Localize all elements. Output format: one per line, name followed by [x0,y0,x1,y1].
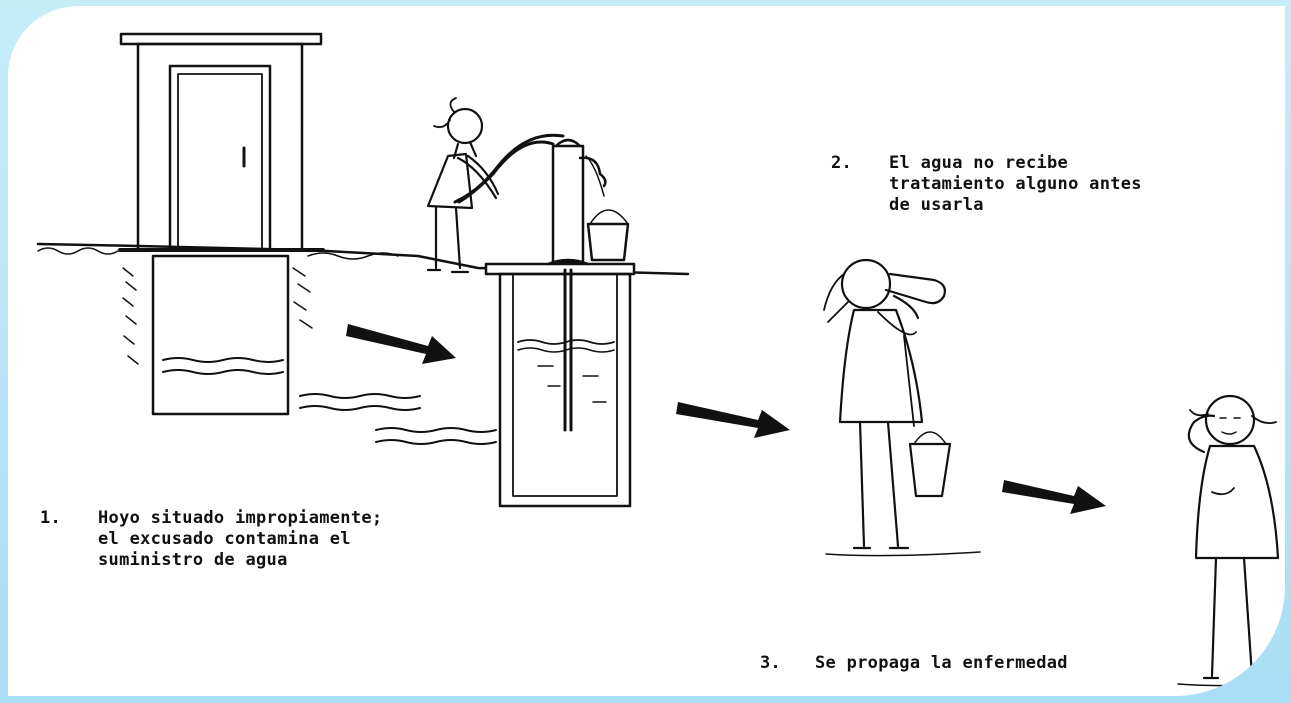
arrow-icon [346,324,456,364]
latrine-icon [120,34,323,414]
caption-step-3: 3.Se propaga la enfermedad [760,653,1068,674]
step-1-line-3: suministro de agua [98,550,288,570]
step-3-number: 3. [760,653,815,674]
step-2-line-3: de usarla [889,195,984,215]
caption-step-1: 1.Hoyo situado impropiamente; el excusad… [40,508,382,571]
caption-step-2: 2.El agua no recibe tratamiento alguno a… [831,153,1142,216]
step-1-line-1: Hoyo situado impropiamente; [98,508,382,528]
arrow-icon [676,402,790,438]
step-1-number: 1. [40,508,98,529]
seepage-lines [300,394,496,444]
illustration-panel: 1.Hoyo situado impropiamente; el excusad… [8,6,1285,696]
step-1-line-2: el excusado contamina el [98,529,351,549]
arrow-icon [1002,480,1106,514]
contamination-illustration [8,6,1285,696]
step-3-text: Se propaga la enfermedad [815,653,1068,673]
child-pumping-icon [428,98,498,272]
sick-child-icon [1178,396,1278,686]
step-2-number: 2. [831,153,889,174]
child-drinking-icon [824,260,980,556]
step-2-line-1: El agua no recibe [889,153,1068,173]
step-2-line-2: tratamiento alguno antes [889,174,1142,194]
well-icon [455,135,634,506]
